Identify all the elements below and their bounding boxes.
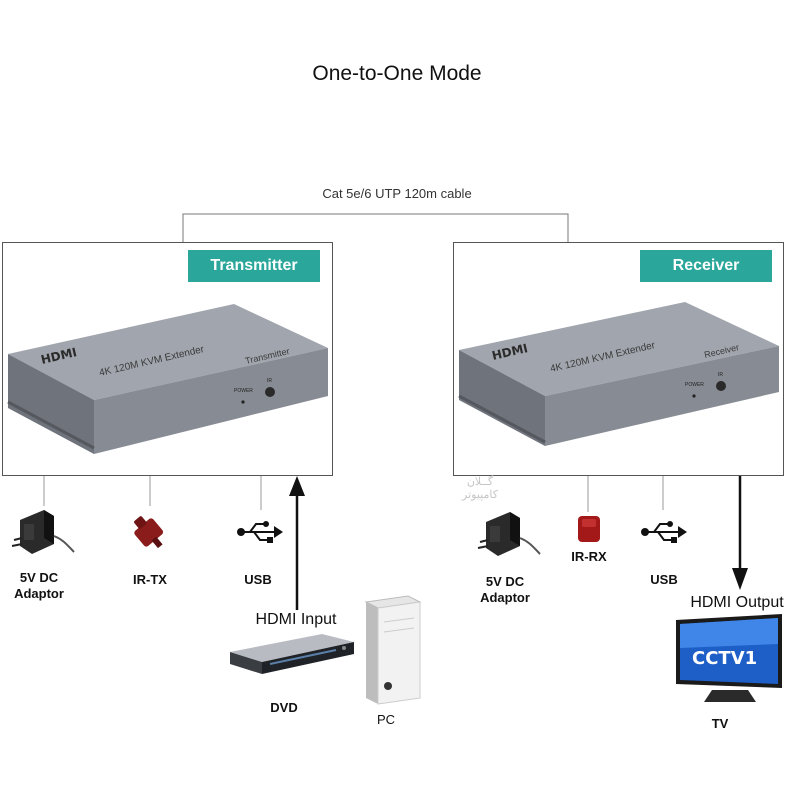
adaptor-label-right-line1: 5V DC — [485, 574, 525, 589]
pc-tower-icon — [364, 595, 422, 705]
adaptor-label-left-line1: 5V DC — [19, 570, 59, 585]
transmitter-ir-port — [265, 387, 275, 397]
receiver-tag: Receiver — [640, 250, 772, 282]
transmitter-tag: Transmitter — [188, 250, 320, 282]
transmitter-power-led — [241, 400, 245, 404]
ir-tx-label: IR-TX — [133, 572, 167, 587]
hdmi-output-label: HDMI Output — [690, 594, 784, 611]
transmitter-device: HDMI 4K 120M KVM Extender Transmitter PO… — [7, 304, 328, 454]
watermark-line2: کامپیوتر — [462, 489, 498, 501]
watermark-line1: گــلان — [466, 476, 494, 488]
receiver-device-side — [459, 350, 545, 446]
ir-rx-icon — [578, 516, 600, 542]
dvd-player-icon — [230, 634, 354, 674]
tv-screen-text: CCTV1 — [692, 648, 757, 669]
transmitter-device-front — [94, 348, 328, 454]
receiver-device-front — [545, 346, 779, 446]
cat-cable-line — [182, 213, 569, 242]
receiver-ir-port-text: IR — [718, 372, 723, 378]
watermark: گــلان کامپیوتر — [444, 476, 516, 502]
transmitter-power-text: POWER — [234, 388, 253, 394]
diagram-title: One-to-One Mode — [312, 62, 482, 85]
hdmi-output-arrowhead — [732, 568, 748, 590]
pc-label: PC — [376, 712, 396, 727]
usb-label-right: USB — [650, 572, 678, 587]
ir-tx-icon — [134, 516, 164, 549]
adaptor-label-right: 5V DC Adaptor — [466, 574, 544, 606]
ir-rx-label: IR-RX — [571, 549, 607, 564]
transmitter-ir-port-text: IR — [267, 378, 272, 384]
receiver-ir-port — [716, 381, 726, 391]
usb-icon — [641, 521, 687, 543]
receiver-power-text: POWER — [685, 382, 704, 388]
receiver-device: HDMI 4K 120M KVM Extender Receiver POWER… — [458, 302, 779, 446]
power-adaptor-icon — [477, 512, 541, 556]
power-adaptor-icon — [11, 510, 75, 554]
hdmi-input-label: HDMI Input — [255, 611, 337, 628]
transmitter-device-top — [8, 304, 328, 400]
receiver-device-top — [459, 302, 779, 396]
hdmi-input-arrowhead — [289, 476, 305, 496]
dvd-label: DVD — [270, 700, 298, 715]
adaptor-label-left-line2: Adaptor — [14, 586, 64, 601]
cable-label: Cat 5e/6 UTP 120m cable — [322, 186, 472, 201]
adaptor-label-right-line2: Adaptor — [480, 590, 530, 605]
usb-icon — [237, 521, 283, 543]
transmitter-device-side — [8, 354, 94, 454]
tv-icon: CCTV1 — [676, 614, 782, 702]
usb-label-left: USB — [244, 572, 272, 587]
adaptor-label-left: 5V DC Adaptor — [0, 570, 78, 602]
receiver-power-led — [692, 394, 696, 398]
tv-label: TV — [711, 716, 729, 731]
